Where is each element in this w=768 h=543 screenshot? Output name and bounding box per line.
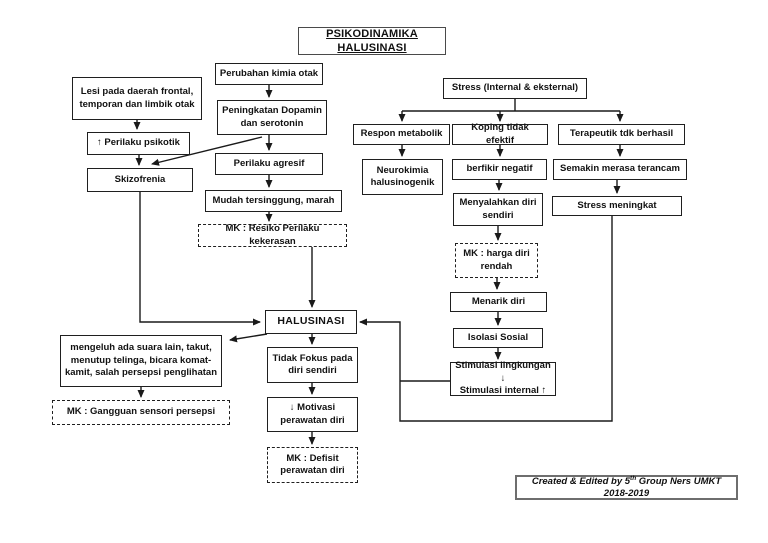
node-semakin-merasa-terancam: Semakin merasa terancam xyxy=(553,159,687,180)
node-respon-metabolik: Respon metabolik xyxy=(353,124,450,145)
node-stimulasi-lingkungan-internal: Stimulasi lingkungan ↓ Stimulasi interna… xyxy=(450,360,556,396)
node-neurokimia-halusinogenik: Neurokimia halusinogenik xyxy=(362,159,443,195)
node-menarik-diri: Menarik diri xyxy=(450,292,547,312)
node-isolasi-sosial: Isolasi Sosial xyxy=(453,328,543,348)
node-tidak-fokus-diri-sendiri: Tidak Fokus pada diri sendiri xyxy=(267,347,358,383)
node-mk-gangguan-sensori-persepsi: MK : Gangguan sensori persepsi xyxy=(52,400,230,425)
node-stress-meningkat: Stress meningkat xyxy=(552,196,682,216)
credit-box: Created & Edited by 5th Group Ners UMKT … xyxy=(515,475,738,500)
node-terapeutik-tdk-berhasil: Terapeutik tdk berhasil xyxy=(558,124,685,145)
credit-superscript: th xyxy=(630,474,637,482)
node-koping-tidak-efektif: Koping tidak efektif xyxy=(452,122,548,146)
node-stress-internal-eksternal: Stress (Internal & eksternal) xyxy=(443,78,587,99)
node-skizofrenia: Skizofrenia xyxy=(87,168,193,192)
node-halusinasi: HALUSINASI xyxy=(265,310,357,334)
node-perilaku-psikotik: ↑ Perilaku psikotik xyxy=(87,132,190,155)
diagram-title: PSIKODINAMIKA HALUSINASI xyxy=(298,27,446,55)
node-mk-defisit-perawatan-diri: MK : Defisit perawatan diri xyxy=(267,447,358,483)
node-lesi-daerah-frontal: Lesi pada daerah frontal, temporan dan l… xyxy=(72,77,202,120)
node-peningkatan-dopamin: Peningkatan Dopamin dan serotonin xyxy=(217,100,327,135)
node-perubahan-kimia-otak: Perubahan kimia otak xyxy=(215,63,323,85)
credit-text: Created & Edited by 5th Group Ners UMKT … xyxy=(531,474,722,500)
node-menyalahkan-diri-sendiri: Menyalahkan diri sendiri xyxy=(453,193,543,226)
node-motivasi-perawatan-diri: ↓ Motivasi perawatan diri xyxy=(267,397,358,432)
node-berfikir-negatif: berfikir negatif xyxy=(452,159,547,180)
node-perilaku-agresif: Perilaku agresif xyxy=(215,153,323,175)
node-mudah-tersinggung: Mudah tersinggung, marah xyxy=(205,190,342,212)
node-mk-resiko-perilaku-kekerasan: MK : Resiko Perilaku kekerasan xyxy=(198,223,347,247)
node-mengeluh-gejala: mengeluh ada suara lain, takut, menutup … xyxy=(60,335,222,387)
node-mk-harga-diri-rendah: MK : harga diri rendah xyxy=(455,243,538,278)
diagram-title-text: PSIKODINAMIKA HALUSINASI xyxy=(326,27,418,54)
